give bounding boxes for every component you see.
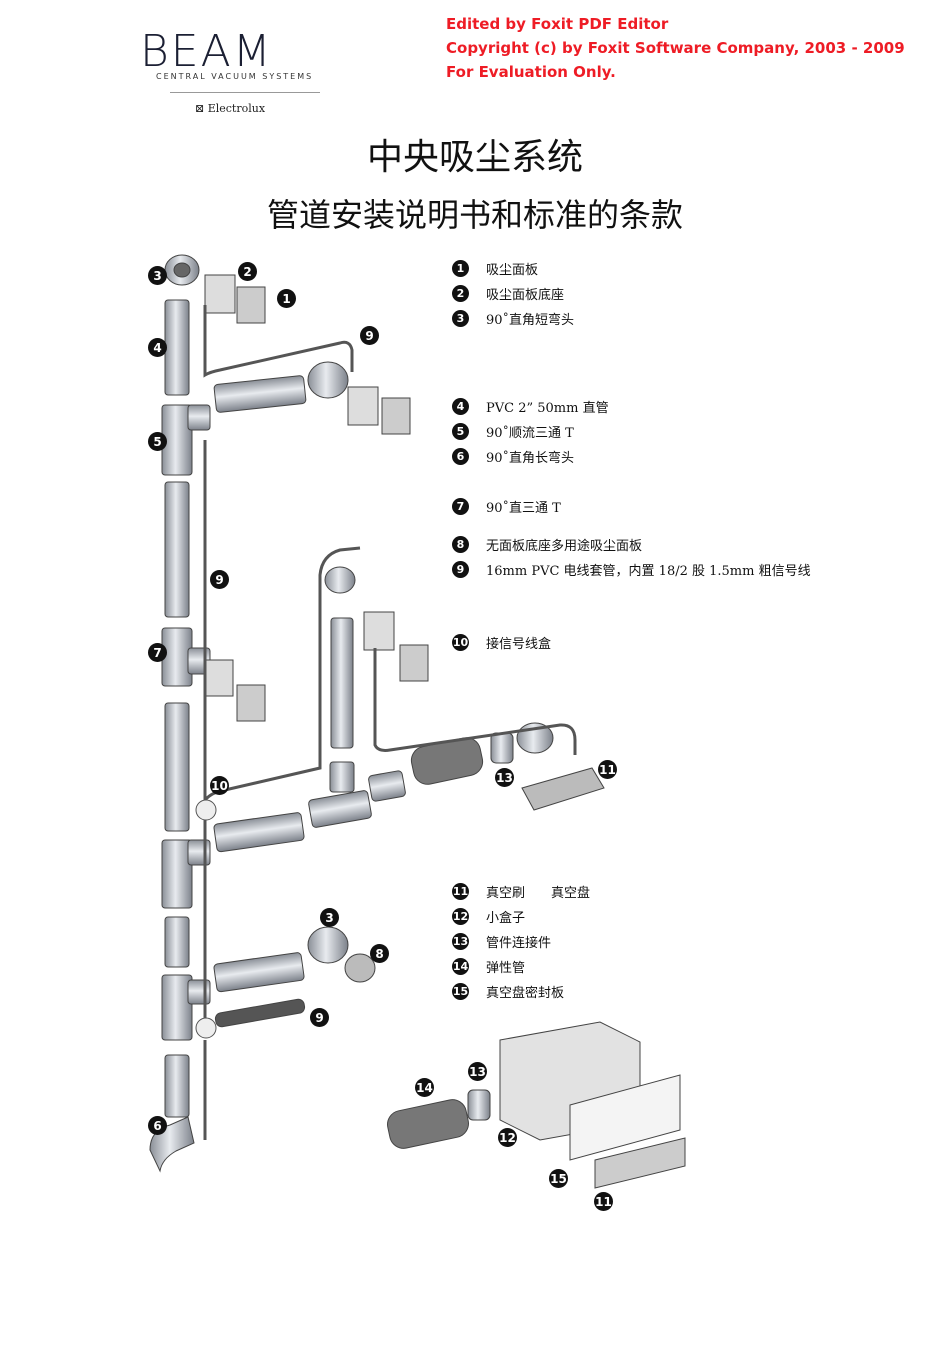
legend-top: 1 吸尘面板 2 吸尘面板底座 3 90˚直角短弯头: [452, 256, 574, 331]
legend-text: 16mm PVC 电线套管，内置 18/2 股 1.5mm 粗信号线: [486, 564, 811, 579]
legend-number: 15: [452, 983, 469, 1000]
callout-11-bottom: 11: [594, 1192, 613, 1211]
legend-item: 7 90˚直三通 T: [452, 494, 561, 519]
watermark-line-1: Edited by Foxit PDF Editor: [446, 15, 669, 33]
legend-number: 6: [452, 448, 469, 465]
legend-text: 真空刷 真空盘: [486, 886, 591, 901]
callout-9-bottom: 9: [310, 1008, 329, 1027]
logo-partner: ⊠ Electrolux: [195, 102, 265, 115]
callout-13-mid: 13: [495, 768, 514, 787]
legend-text: 小盒子: [486, 911, 526, 926]
legend-bottom: 11 真空刷 真空盘 12 小盒子 13 管件连接件 14 弹性管 15 真空盘密封板: [452, 879, 590, 1004]
legend-10: 10 接信号线盒: [452, 630, 551, 655]
legend-item: 15 真空盘密封板: [452, 979, 590, 1004]
legend-text: 90˚直三通 T: [486, 501, 561, 516]
legend-number: 12: [452, 908, 469, 925]
callout-3-bottom: 3: [320, 908, 339, 927]
electrolux-icon: ⊠: [195, 102, 208, 115]
logo-partner-text: Electrolux: [207, 102, 266, 115]
legend-item: 3 90˚直角短弯头: [452, 306, 574, 331]
legend-number: 13: [452, 933, 469, 950]
legend-item: 5 90˚顺流三通 T: [452, 419, 609, 444]
legend-text: 90˚顺流三通 T: [486, 426, 574, 441]
legend-item: 2 吸尘面板底座: [452, 281, 574, 306]
logo-subtitle: CENTRAL VACUUM SYSTEMS: [156, 72, 314, 81]
legend-number: 5: [452, 423, 469, 440]
legend-number: 7: [452, 498, 469, 515]
legend-number: 9: [452, 561, 469, 578]
legend-text: 管件连接件: [486, 936, 552, 951]
legend-text: 弹性管: [486, 961, 526, 976]
callout-4: 4: [148, 338, 167, 357]
page-title: 中央吸尘系统: [366, 137, 583, 178]
watermark: Edited by Foxit PDF Editor Copyright (c)…: [446, 12, 905, 84]
legend-number: 1: [452, 260, 469, 277]
legend-text: 90˚直角长弯头: [486, 451, 575, 466]
legend-number: 8: [452, 536, 469, 553]
legend-text: PVC 2” 50mm 直管: [486, 401, 609, 416]
logo-divider: [170, 92, 320, 93]
callout-5: 5: [148, 432, 167, 451]
legend-item: 8 无面板底座多用途吸尘面板: [452, 532, 811, 557]
legend-item: 1 吸尘面板: [452, 256, 574, 281]
callout-6: 6: [148, 1116, 167, 1135]
callout-3-top: 3: [148, 266, 167, 285]
legend-mid: 4 PVC 2” 50mm 直管 5 90˚顺流三通 T 6 90˚直角长弯头: [452, 394, 609, 469]
callout-11-mid: 11: [598, 760, 617, 779]
callout-10: 10: [210, 776, 229, 795]
callout-13-bottom: 13: [468, 1062, 487, 1081]
callout-1-top: 1: [277, 289, 296, 308]
legend-item: 11 真空刷 真空盘: [452, 879, 590, 904]
legend-text: 吸尘面板: [486, 263, 539, 278]
callout-2-top: 2: [238, 262, 257, 281]
callout-9-top: 9: [360, 326, 379, 345]
callout-15: 15: [549, 1169, 568, 1188]
callout-12: 12: [498, 1128, 517, 1147]
legend-number: 14: [452, 958, 469, 975]
legend-text: 吸尘面板底座: [486, 288, 565, 303]
legend-number: 2: [452, 285, 469, 302]
watermark-line-3: For Evaluation Only.: [446, 63, 616, 81]
legend-text: 90˚直角短弯头: [486, 313, 575, 328]
watermark-line-2: Copyright (c) by Foxit Software Company,…: [446, 39, 905, 57]
legend-text: 接信号线盒: [486, 637, 552, 652]
legend-item: 6 90˚直角长弯头: [452, 444, 609, 469]
legend-item: 12 小盒子: [452, 904, 590, 929]
legend-text: 真空盘密封板: [486, 986, 565, 1001]
callout-8: 8: [370, 944, 389, 963]
legend-number: 3: [452, 310, 469, 327]
legend-item: 10 接信号线盒: [452, 630, 551, 655]
legend-item: 4 PVC 2” 50mm 直管: [452, 394, 609, 419]
legend-item: 9 16mm PVC 电线套管，内置 18/2 股 1.5mm 粗信号线: [452, 557, 811, 582]
legend-number: 4: [452, 398, 469, 415]
beam-logo: BEAM CENTRAL VACUUM SYSTEMS ⊠ Electrolux: [140, 26, 335, 118]
legend-number: 10: [452, 634, 469, 651]
callout-14: 14: [415, 1078, 434, 1097]
legend-item: 13 管件连接件: [452, 929, 590, 954]
legend-8-9: 8 无面板底座多用途吸尘面板 9 16mm PVC 电线套管，内置 18/2 股 1…: [452, 532, 811, 582]
callout-7: 7: [148, 643, 167, 662]
legend-7: 7 90˚直三通 T: [452, 494, 561, 519]
callout-9-mid: 9: [210, 570, 229, 589]
logo-brand: BEAM: [140, 26, 273, 77]
legend-item: 14 弹性管: [452, 954, 590, 979]
legend-number: 11: [452, 883, 469, 900]
legend-text: 无面板底座多用途吸尘面板: [486, 539, 643, 554]
page-subtitle: 管道安装说明书和标准的条款: [266, 196, 683, 234]
